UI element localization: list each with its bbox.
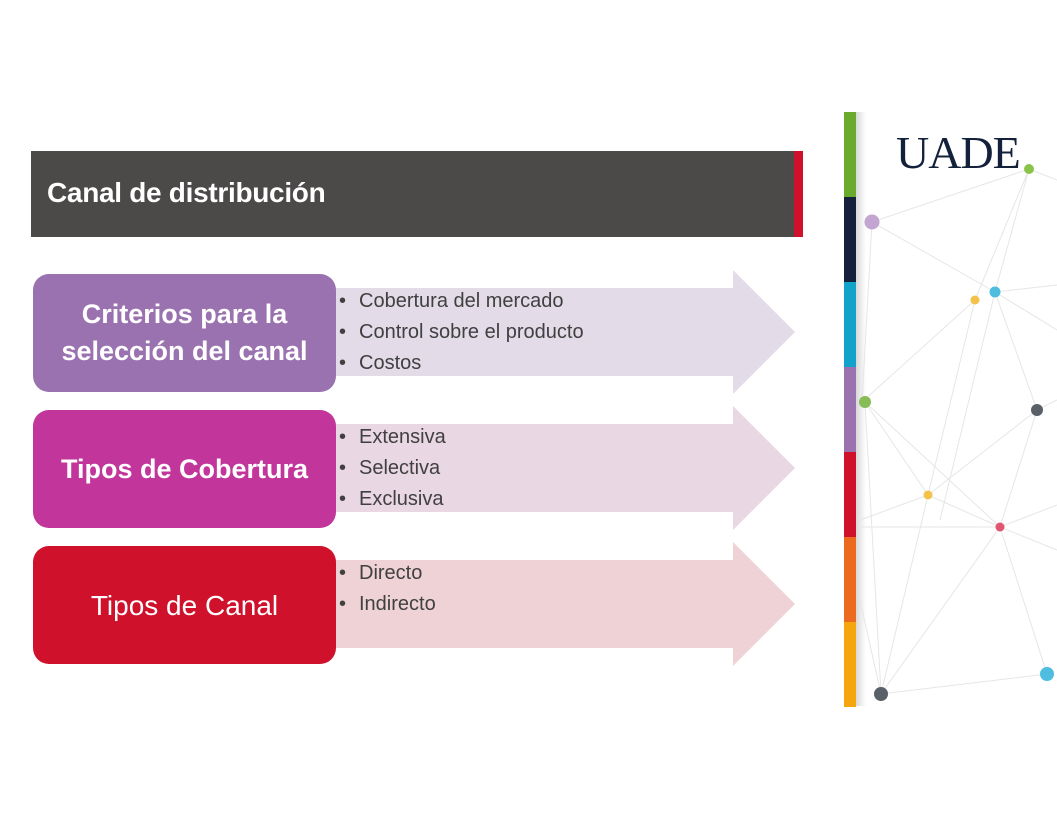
category-box: Criterios para la selección del canal [33,274,336,392]
category-box: Tipos de Cobertura [33,410,336,528]
bullet-item: •Selectiva [339,453,446,484]
diagram-row-canal: Tipos de Canal •Directo •Indirecto [33,542,803,666]
bullet-item: •Control sobre el producto [339,317,584,348]
category-label: Tipos de Canal [90,589,279,621]
uade-logo: UADE [896,127,1021,178]
bullet-item: •Exclusiva [339,484,446,515]
bullet-item: •Indirecto [339,589,436,620]
category-label: Criterios para la selección del canal [61,299,308,366]
bullet-icon: • [339,290,347,312]
slide-title: Canal de distribución [47,177,326,208]
bullet-icon: • [339,488,347,510]
bullet-icon: • [339,562,347,584]
bullet-list: •Cobertura del mercado •Control sobre el… [339,286,584,379]
diagram-row-cobertura: Tipos de Cobertura •Extensiva •Selectiva… [33,406,803,530]
arrow-shape [323,406,798,530]
bullet-list: •Directo •Indirecto [339,558,436,620]
bullet-item: •Cobertura del mercado [339,286,584,317]
network-graphic-icon [859,164,1057,701]
bullet-list: •Extensiva •Selectiva •Exclusiva [339,422,446,515]
diagram-row-criterios: Criterios para la selección del canal •C… [33,270,803,394]
title-accent-bar [794,151,803,237]
bullet-icon: • [339,593,347,615]
strip-shadow [856,112,866,706]
arrow-shape [323,270,798,394]
bullet-icon: • [339,457,347,479]
bullet-icon: • [339,426,347,448]
color-strip [844,112,856,707]
category-box: Tipos de Canal [33,546,336,664]
bullet-item: •Extensiva [339,422,446,453]
arrow-shape [323,542,798,666]
bullet-item: •Directo [339,558,436,589]
bullet-icon: • [339,352,347,374]
slide-title-bar: Canal de distribución [31,151,803,237]
bullet-icon: • [339,321,347,343]
bullet-item: •Costos [339,348,584,379]
category-label: Tipos de Cobertura [60,453,309,484]
